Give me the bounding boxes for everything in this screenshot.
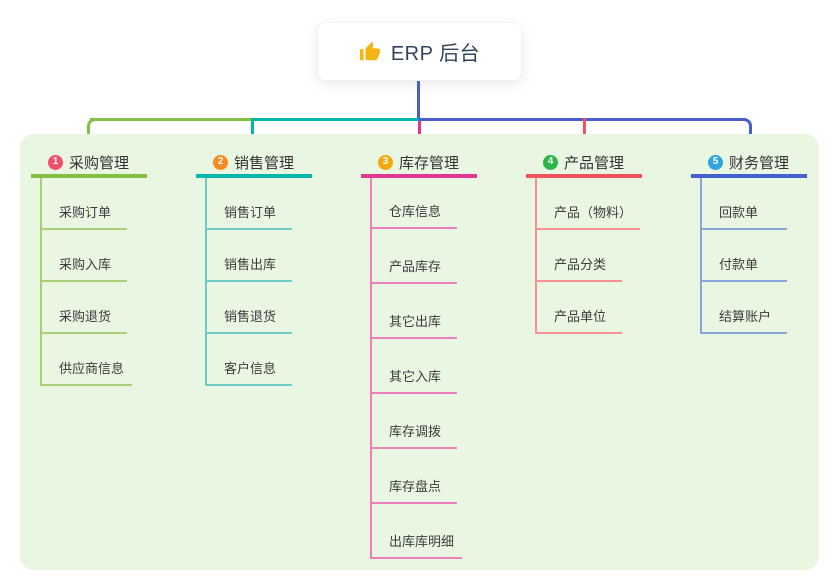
branch-label: 采购管理 bbox=[69, 154, 130, 172]
root-title: ERP 后台 bbox=[390, 43, 481, 65]
child-node[interactable]: 库存盘点 bbox=[372, 449, 457, 504]
root-node[interactable]: ERP 后台 bbox=[317, 22, 522, 81]
child-node[interactable]: 采购退货 bbox=[42, 282, 127, 334]
connector-segment-green bbox=[90, 118, 253, 121]
branch-number-badge: 3 bbox=[378, 154, 393, 170]
root-stem-line bbox=[417, 81, 420, 121]
branch-header[interactable]: 5 财务管理 bbox=[691, 150, 807, 178]
branch: 2 销售管理 销售订单销售出库销售退货客户信息 bbox=[196, 150, 356, 386]
child-node[interactable]: 回款单 bbox=[702, 178, 787, 230]
branches-panel bbox=[20, 134, 819, 570]
child-node[interactable]: 库存调拨 bbox=[372, 394, 457, 449]
child-node[interactable]: 采购入库 bbox=[42, 230, 127, 282]
branch-header[interactable]: 2 销售管理 bbox=[196, 150, 312, 178]
branch-children: 产品（物料）产品分类产品单位 bbox=[535, 178, 641, 334]
branch: 5 财务管理 回款单付款单结算账户 bbox=[691, 150, 839, 334]
child-node[interactable]: 客户信息 bbox=[207, 334, 292, 386]
child-node[interactable]: 出库库明细 bbox=[372, 504, 463, 559]
child-node[interactable]: 产品（物料） bbox=[537, 178, 641, 230]
child-node[interactable]: 销售订单 bbox=[207, 178, 292, 230]
branch: 4 产品管理 产品（物料）产品分类产品单位 bbox=[526, 150, 686, 334]
thumbs-up-icon bbox=[359, 41, 380, 60]
branch-label: 财务管理 bbox=[729, 154, 790, 172]
branch-header[interactable]: 4 产品管理 bbox=[526, 150, 642, 178]
child-node[interactable]: 其它出库 bbox=[372, 284, 457, 339]
child-node[interactable]: 销售退货 bbox=[207, 282, 292, 334]
child-node[interactable]: 结算账户 bbox=[702, 282, 787, 334]
branch-header[interactable]: 3 库存管理 bbox=[361, 150, 477, 178]
connector-segment-blue bbox=[419, 118, 744, 121]
child-node[interactable]: 销售出库 bbox=[207, 230, 292, 282]
branch-children: 采购订单采购入库采购退货供应商信息 bbox=[40, 178, 133, 386]
child-node[interactable]: 其它入库 bbox=[372, 339, 457, 394]
branch-header[interactable]: 1 采购管理 bbox=[31, 150, 147, 178]
child-node[interactable]: 产品单位 bbox=[537, 282, 622, 334]
branch-number-badge: 4 bbox=[543, 154, 558, 170]
branch-label: 销售管理 bbox=[234, 154, 295, 172]
branch-label: 产品管理 bbox=[564, 154, 625, 172]
child-node[interactable]: 供应商信息 bbox=[42, 334, 133, 386]
branch-children: 仓库信息产品库存其它出库其它入库库存调拨库存盘点出库库明细 bbox=[370, 178, 463, 559]
child-node[interactable]: 仓库信息 bbox=[372, 178, 457, 229]
child-node[interactable]: 产品库存 bbox=[372, 229, 457, 284]
branch-number-badge: 1 bbox=[48, 154, 63, 170]
branch-number-badge: 2 bbox=[213, 154, 228, 170]
child-node[interactable]: 付款单 bbox=[702, 230, 787, 282]
connector-segment-teal bbox=[253, 118, 419, 121]
branch: 1 采购管理 采购订单采购入库采购退货供应商信息 bbox=[31, 150, 191, 386]
branch-children: 回款单付款单结算账户 bbox=[700, 178, 787, 334]
branch: 3 库存管理 仓库信息产品库存其它出库其它入库库存调拨库存盘点出库库明细 bbox=[361, 150, 521, 559]
branch-number-badge: 5 bbox=[708, 154, 723, 170]
child-node[interactable]: 采购订单 bbox=[42, 178, 127, 230]
child-node[interactable]: 产品分类 bbox=[537, 230, 622, 282]
branch-children: 销售订单销售出库销售退货客户信息 bbox=[205, 178, 292, 386]
branch-label: 库存管理 bbox=[399, 154, 460, 172]
